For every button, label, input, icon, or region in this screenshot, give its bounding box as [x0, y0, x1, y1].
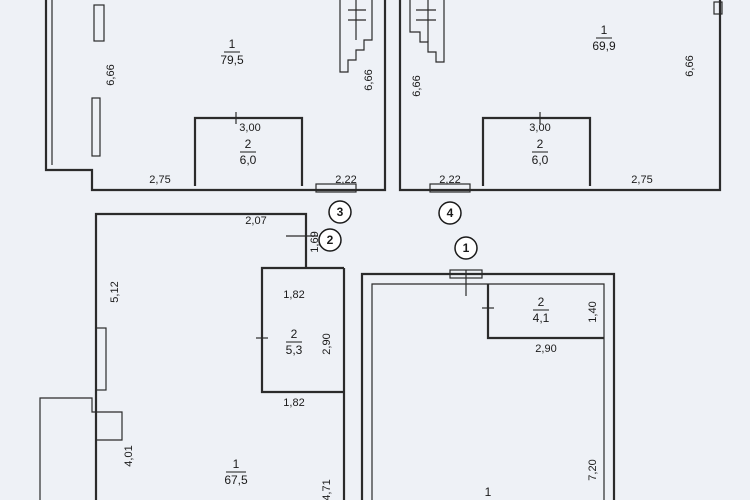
bl-dim-left-height: 5,12	[109, 281, 121, 302]
tl-closet-wall	[193, 116, 304, 186]
br-room1-number: 1	[485, 485, 492, 499]
tl-marker-circle	[328, 200, 352, 224]
tl-marker-label: 3	[337, 205, 344, 219]
tl-window-lower	[91, 97, 101, 157]
plan-top-left: 1 79,5 2 6,0 6,66 6,66 3,00 2,75 2,22 3	[44, 0, 387, 224]
tl-dim-inner-width: 3,00	[239, 122, 260, 134]
bl-dim-closet-bottom: 1,82	[283, 397, 304, 409]
tr-room2-area: 6,0	[532, 153, 549, 167]
tr-door	[429, 183, 471, 193]
tr-room1-number: 1	[601, 23, 608, 37]
tr-dim-inner-width: 3,00	[529, 122, 550, 134]
tr-dim-bottom-left: 2,22	[439, 174, 460, 186]
tl-stairs	[339, 0, 373, 73]
tl-dim-bottom-right: 2,22	[335, 174, 356, 186]
tr-dim-right-height: 6,66	[684, 55, 696, 76]
tr-stairs	[409, 0, 445, 63]
tr-window	[713, 1, 723, 15]
tl-door	[315, 183, 357, 193]
tr-outer-wall	[398, 0, 722, 192]
bl-dim-right-lower: 4,71	[321, 479, 333, 500]
bl-balcony	[39, 397, 123, 500]
tl-window	[93, 4, 105, 42]
bl-dim-closet-height: 2,90	[321, 333, 333, 354]
tl-dim-left-height: 6,66	[105, 64, 117, 85]
br-marker-label: 1	[463, 241, 470, 255]
br-room2-number: 2	[538, 295, 545, 309]
tr-dim-bottom-right: 2,75	[631, 174, 652, 186]
bl-dim-notch-height: 1,69	[309, 231, 321, 252]
bl-dim-top-width: 2,07	[245, 215, 266, 227]
plan-top-right: 1 69,9 2 6,0 6,66 6,66 3,00 2,22 2,75 4	[398, 0, 723, 225]
tr-room1-area: 69,9	[592, 39, 616, 53]
bl-marker-label: 2	[327, 233, 334, 247]
bl-marker-circle	[318, 228, 342, 252]
tr-marker-circle	[438, 201, 462, 225]
tl-room2-number: 2	[245, 137, 252, 151]
plan-bottom-right: 1 2 4,1 1,40 2,90 7,20 1	[360, 236, 616, 500]
bl-room2-number: 2	[291, 327, 298, 341]
tr-dim-left-height: 6,66	[411, 75, 423, 96]
scan-background-top	[0, 0, 750, 200]
tl-room2-area: 6,0	[240, 153, 257, 167]
bl-room1-area: 67,5	[224, 473, 248, 487]
bl-closet-outline-left	[260, 266, 344, 394]
scan-background-bottom	[0, 200, 750, 500]
tl-room1-area: 79,5	[220, 53, 244, 67]
tr-room2-number: 2	[537, 137, 544, 151]
plan-bottom-left: 2,07 1,69 2 5,12 1,82 2,90 1,82 4,01 4,7…	[39, 212, 346, 500]
tl-dim-right-height: 6,66	[363, 69, 375, 90]
br-dim-closet-width: 2,90	[535, 343, 556, 355]
br-marker-circle	[454, 236, 478, 260]
tr-closet-wall	[481, 116, 592, 186]
br-dim-closet-height: 1,40	[587, 301, 599, 322]
br-outer-wall	[360, 272, 616, 500]
bl-room2-area: 5,3	[286, 343, 303, 357]
tl-room1-number: 1	[229, 37, 236, 51]
bl-window	[95, 327, 107, 391]
br-room2-area: 4,1	[533, 311, 550, 325]
br-closet-wall	[486, 284, 604, 340]
bl-dim-left-lower: 4,01	[123, 445, 135, 466]
tr-marker-label: 4	[447, 206, 454, 220]
bl-room1-number: 1	[233, 457, 240, 471]
bl-dim-closet-top: 1,82	[283, 289, 304, 301]
tl-outer-wall	[44, 0, 387, 192]
br-dim-right-height: 7,20	[587, 459, 599, 480]
tl-dim-bottom-left: 2,75	[149, 174, 170, 186]
